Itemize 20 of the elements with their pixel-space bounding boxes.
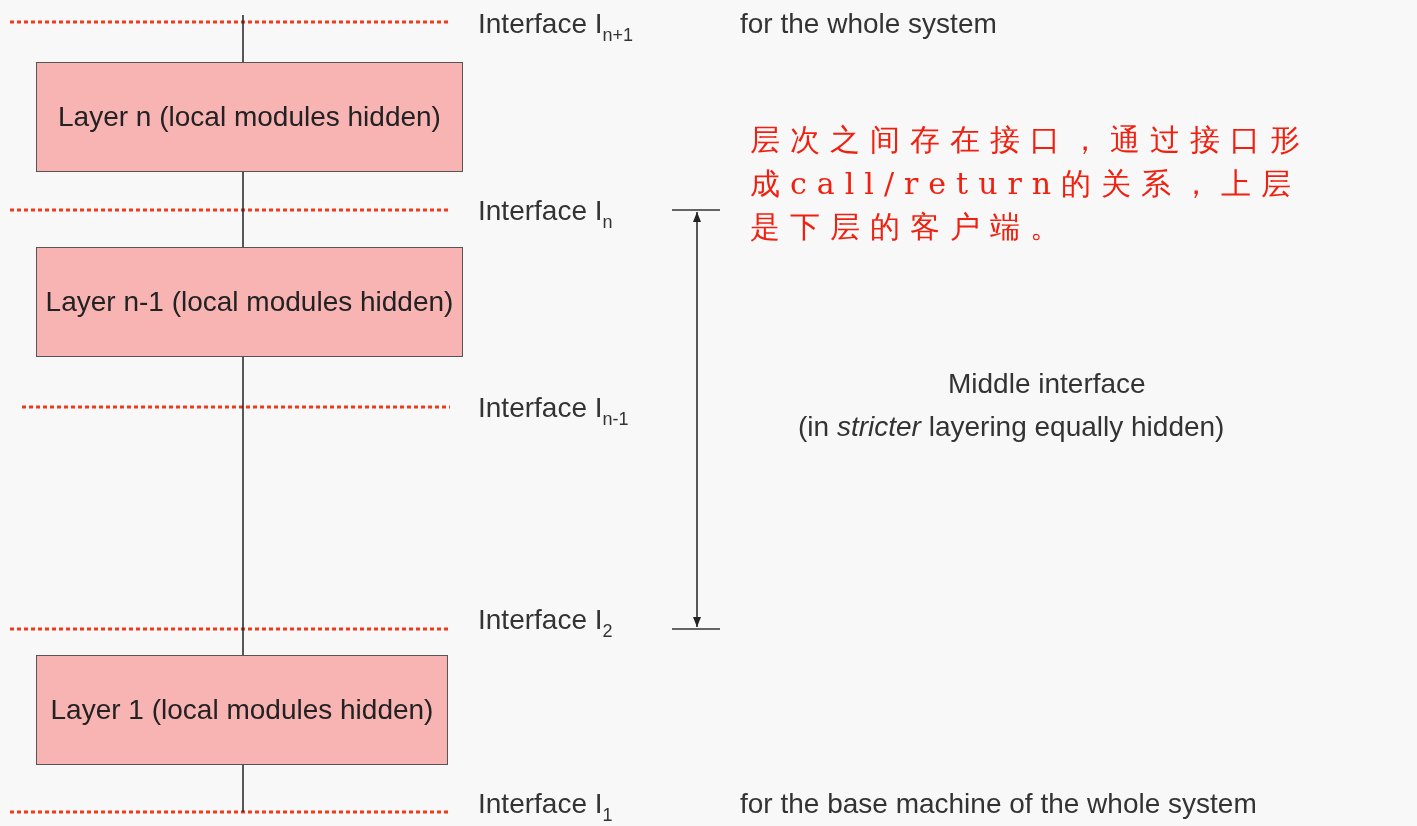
layer-label: Layer 1 (local modules hidden) [50, 692, 434, 727]
interface-label: Interface I$_{1}$ [478, 787, 613, 826]
middle-interface-title: Middle interface [948, 367, 1146, 401]
layer-box [36, 62, 463, 172]
layer-box [36, 247, 463, 357]
interface-note: for the base machine of the whole system [740, 787, 1257, 821]
annotation-note: 层次之间存在接口，通过接口形成call/return的关系，上层是下层的客户端。 [750, 121, 1311, 246]
layer-box [36, 655, 448, 765]
interface-note: for the whole system [740, 7, 997, 41]
interface-label: Interface I$_{n+1}$ [478, 7, 634, 47]
connector-line [242, 14, 244, 63]
connector-line [242, 356, 244, 656]
connector-line [242, 171, 244, 248]
interface-label: Interface I$_{2}$ [478, 603, 613, 643]
middle-interface-note: (in stricter layering equally hidden) [798, 410, 1225, 444]
layer-label: Layer n (local modules hidden) [58, 99, 441, 134]
interface-label: Interface I$_{n-1}$ [478, 391, 629, 431]
connector-line [242, 764, 244, 813]
layer-label: Layer n-1 (local modules hidden) [45, 284, 454, 319]
interface-label: Interface I$_{n}$ [478, 194, 613, 234]
